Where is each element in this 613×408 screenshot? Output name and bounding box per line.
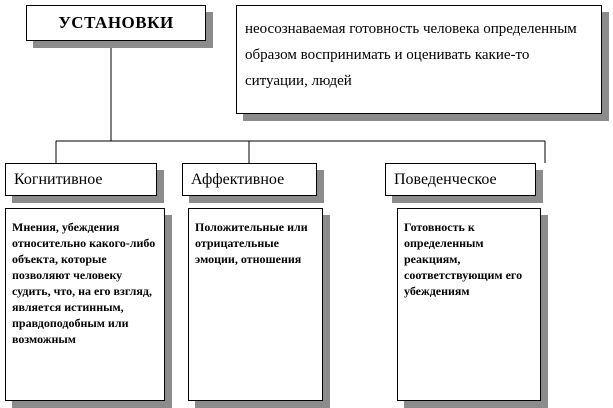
category-label-behavioral: Поведенческое — [394, 170, 497, 188]
description-affective: Положительные или отрицательные эмоции, … — [188, 208, 323, 401]
definition-text: неосознаваемая готовность человека опред… — [245, 21, 577, 89]
description-cognitive: Мнения, убеждения относительно какого-ли… — [5, 208, 165, 401]
description-text-cognitive: Мнения, убеждения относительно какого-ли… — [12, 220, 156, 346]
category-label-cognitive: Когнитивное — [14, 170, 103, 188]
diagram-title: УСТАНОВКИ — [58, 13, 174, 32]
category-cognitive: Когнитивное — [5, 163, 157, 196]
description-behavioral: Готовность к определенным реакциям, соот… — [397, 208, 541, 401]
category-behavioral: Поведенческое — [385, 163, 536, 196]
title-box: УСТАНОВКИ — [26, 5, 206, 41]
description-text-behavioral: Готовность к определенным реакциям, соот… — [404, 220, 523, 298]
description-text-affective: Положительные или отрицательные эмоции, … — [195, 220, 308, 266]
category-affective: Аффективное — [182, 163, 317, 196]
category-label-affective: Аффективное — [191, 170, 285, 188]
definition-box: неосознаваемая готовность человека опред… — [236, 5, 602, 114]
